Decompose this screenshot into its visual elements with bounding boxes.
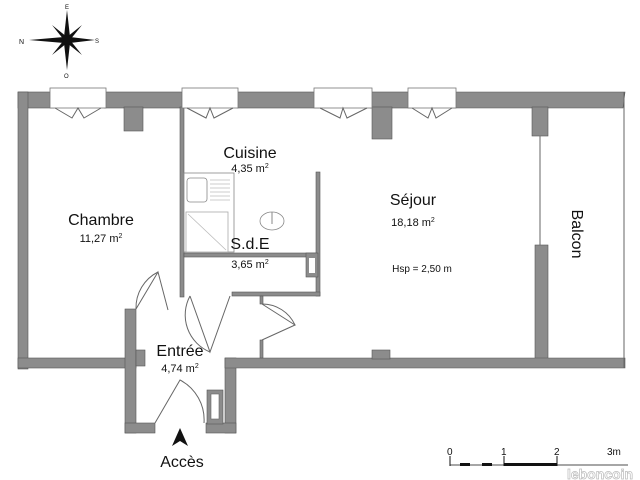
room-area: 4,74 m2: [161, 363, 199, 375]
room-cuisine: Cuisine 4,35 m2: [223, 145, 276, 175]
room-name: Cuisine: [223, 145, 276, 162]
scale-tick-0: 0: [447, 447, 453, 458]
doors: [135, 270, 297, 424]
room-area: 4,35 m2: [231, 163, 269, 175]
room-sejour: Séjour 18,18 m2 Hsp = 2,50 m: [390, 192, 452, 275]
room-name: S.d.E: [230, 236, 269, 253]
access-label: Accès: [160, 454, 204, 471]
room-area: 11,27 m2: [80, 233, 123, 245]
room-area: 18,18 m2: [391, 217, 435, 229]
compass-east: E: [65, 5, 69, 11]
watermark-logo: leboncoin: [567, 466, 633, 480]
compass-west: O: [64, 74, 69, 80]
scale-bar: 0 1 2 3m: [447, 447, 628, 466]
arrow-up-icon: [172, 428, 188, 446]
room-balcon: Balcon: [568, 210, 585, 259]
scale-tick-1: 1: [501, 447, 507, 458]
compass-north: N: [19, 39, 24, 46]
room-sde: S.d.E 3,65 m2: [230, 236, 269, 271]
fixtures: [183, 172, 285, 253]
room-name: Séjour: [390, 192, 437, 209]
access-marker: Accès: [160, 428, 204, 471]
room-name: Entrée: [156, 343, 203, 360]
room-name: Chambre: [68, 212, 134, 229]
scale-tick-3: 3m: [607, 447, 621, 458]
room-chambre: Chambre 11,27 m2: [68, 212, 134, 245]
room-area: 3,65 m2: [231, 259, 269, 271]
walls: [17, 91, 626, 434]
compass-south: S: [95, 39, 99, 45]
windows: [49, 87, 457, 119]
scale-tick-2: 2: [554, 447, 560, 458]
ceiling-height: Hsp = 2,50 m: [392, 264, 452, 275]
compass-rose-icon: N E S O: [19, 5, 99, 80]
room-entree: Entrée 4,74 m2: [156, 343, 203, 375]
